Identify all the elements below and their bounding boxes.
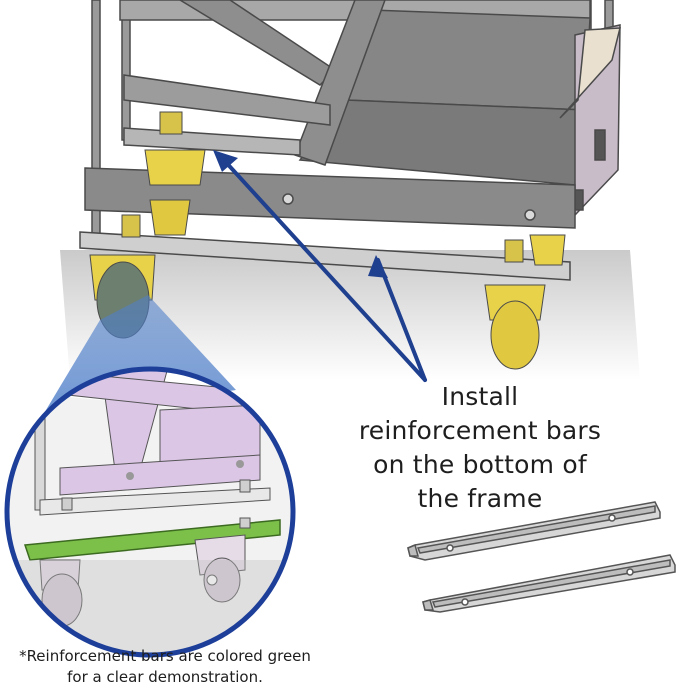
cart-frame: [79, 0, 621, 281]
arrows: [220, 156, 427, 382]
caster-back-left: [144, 111, 206, 236]
footnote-line: *Reinforcement bars are colored green: [19, 647, 311, 665]
arrowheads: [213, 150, 388, 278]
install-callout: Install reinforcement bars on the bottom…: [330, 380, 630, 516]
green-reinforcement-bar: [23, 519, 281, 561]
callout-line: Install: [441, 382, 519, 411]
footnote-line: for a clear demonstration.: [67, 668, 263, 686]
callout-line: the frame: [417, 484, 543, 513]
inset-detail: [4, 366, 296, 658]
callout-line: on the bottom of: [373, 450, 587, 479]
caster-back-right: [529, 234, 566, 266]
footnote: *Reinforcement bars are colored green fo…: [0, 646, 330, 688]
callout-line: reinforcement bars: [358, 416, 602, 445]
loose-reinforcement-bars: [407, 501, 676, 613]
caster-front-right: [484, 239, 546, 370]
